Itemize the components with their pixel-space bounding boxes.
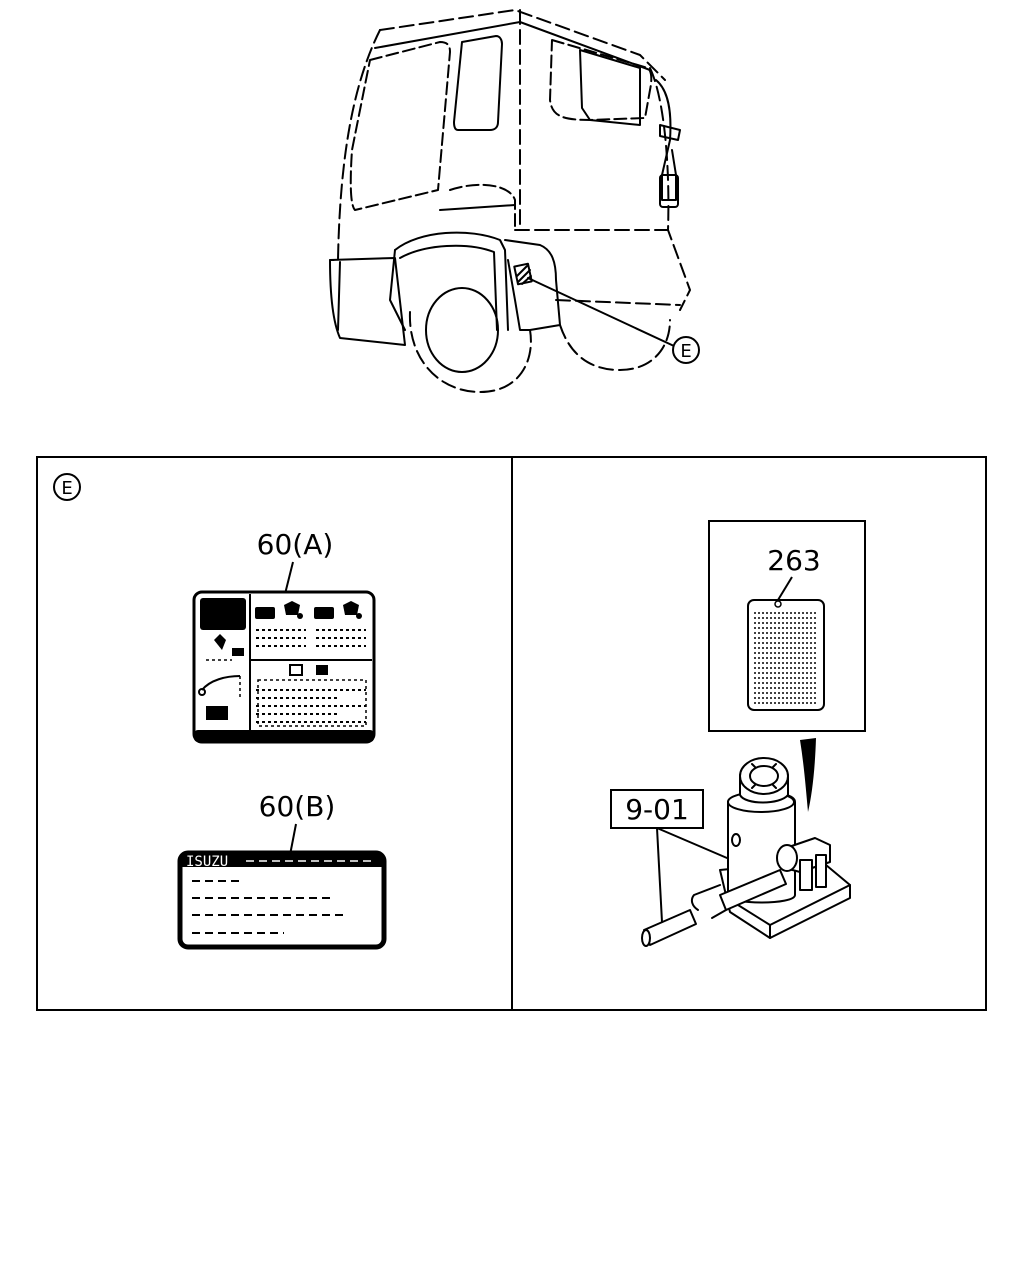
label-60b-decal: ISUZU [177, 850, 387, 950]
bottle-jack-illustration [641, 757, 851, 947]
callout-e-top: E [672, 336, 700, 364]
label-60a-decal [192, 590, 376, 744]
leader-60b [289, 823, 297, 856]
ref-9-01: 9-01 [625, 793, 689, 826]
callout-e-top-letter: E [680, 341, 691, 362]
section-letter-e-text: E [61, 478, 72, 499]
detail-frame [36, 456, 987, 1011]
leader-60a [284, 561, 294, 595]
truck-cab-illustration [329, 9, 691, 393]
section-letter-e: E [53, 473, 81, 501]
ref-263: 263 [767, 544, 820, 577]
tag-263-box: 263 [708, 520, 866, 732]
ref-60a: 60(A) [257, 528, 334, 561]
pointer-wedge [800, 738, 816, 812]
ref-60b: 60(B) [259, 790, 336, 823]
brand-text: ISUZU [186, 854, 228, 870]
jack-ref-box: 9-01 [610, 789, 704, 829]
